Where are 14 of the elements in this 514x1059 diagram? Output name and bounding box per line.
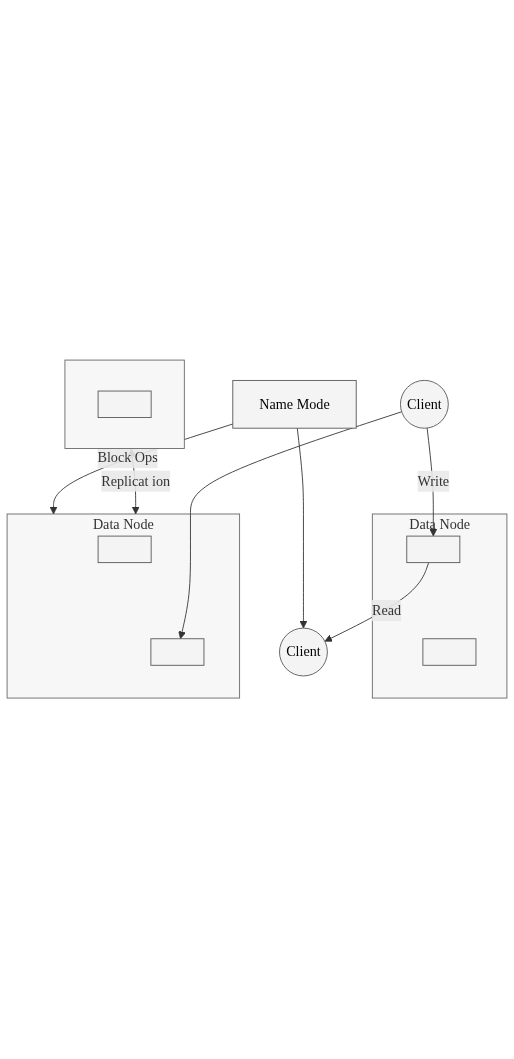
node-box: Name Mode xyxy=(232,380,357,430)
node-box xyxy=(406,536,461,564)
node-circle: Client xyxy=(400,380,449,430)
node-box xyxy=(97,536,152,564)
edge-label: Read xyxy=(372,603,402,619)
node-circle: Client xyxy=(279,628,328,677)
edge-label: Replicat ion xyxy=(101,473,171,489)
cluster xyxy=(64,360,185,450)
node-box xyxy=(97,391,152,419)
node-box xyxy=(150,638,205,667)
edge-label: Block Ops xyxy=(97,450,158,466)
node-box xyxy=(422,638,477,667)
cluster: Data Node xyxy=(6,513,241,699)
edge-label: Write xyxy=(417,473,450,489)
